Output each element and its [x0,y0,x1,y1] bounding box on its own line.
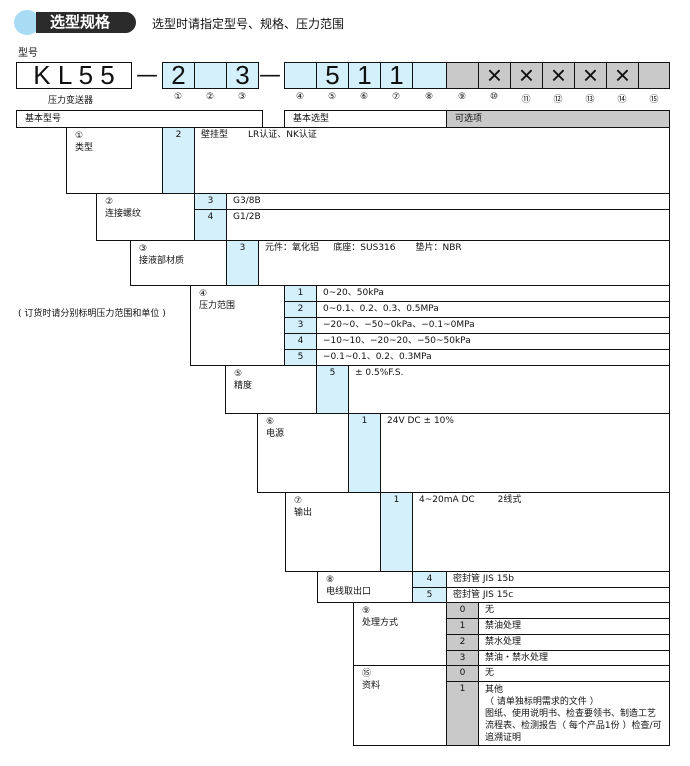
option-desc: 其他 （ 请单独标明需求的文件 ） 图纸、使用说明书、检查要领书、制造工艺流程表… [478,681,670,746]
option-code[interactable]: 3 [284,317,317,334]
position-label: ③ [237,92,247,102]
option-desc: 无 [478,665,670,682]
option-code[interactable]: 4 [194,209,227,241]
position-label: ⑩ [489,92,499,102]
option-desc: ± 0.5%F.S. [348,365,670,414]
option-desc: 禁油・禁水处理 [478,650,670,666]
option-code[interactable]: 5 [316,365,349,414]
position-label: ⑬ [585,95,595,105]
option-desc: G3/8B [226,193,670,210]
position-label: ⑭ [617,95,627,105]
option-desc: 24V DC ± 10% [380,413,670,493]
position-label: ⑧ [424,92,434,102]
option-code[interactable]: 1 [284,285,317,302]
order-note: ( 订货时请分别标明压力范围和单位 ) [18,309,166,319]
option-code[interactable]: 3 [446,650,479,666]
option-code[interactable]: 5 [412,587,447,603]
position-label: ① [173,92,183,102]
position-label: ⑨ [457,92,467,102]
option-code[interactable]: 0 [446,665,479,682]
option-code[interactable]: 2 [162,127,195,194]
option-desc: 禁油处理 [478,618,670,635]
option-code[interactable]: 4 [412,571,447,588]
option-code[interactable]: 1 [446,681,479,746]
position-label: ⑤ [327,92,337,102]
code-box-9[interactable] [446,62,479,89]
option-desc: 无 [478,602,670,619]
code-box-6[interactable]: 1 [348,62,381,89]
code-box-3[interactable]: 3 [226,62,259,89]
option-desc: 密封管 JIS 15c [446,587,670,603]
code-box-7[interactable]: 1 [380,62,413,89]
group-basic-model: 基本型号 [16,110,263,128]
option-desc: −0.1~0.1、0.2、0.3MPa [316,349,670,366]
code-box-10[interactable]: × [478,62,511,89]
code-box-1[interactable]: 2 [162,62,195,89]
section-subtitle: 选型时请指定型号、规格、压力范围 [152,17,345,31]
code-box-5[interactable]: 5 [316,62,349,89]
code-box-11[interactable]: × [510,62,543,89]
option-code[interactable]: 3 [194,193,227,210]
header-circle-icon [14,10,40,35]
code-box-8[interactable] [412,62,447,89]
option-desc: 4~20mA DC 2线式 [412,492,670,572]
code-box-2[interactable] [194,62,227,89]
group-options: 可选项 [446,110,670,128]
base-model-code: K L 5 5 [16,62,132,89]
option-code[interactable]: 5 [284,349,317,366]
option-desc: 0~20、50kPa [316,285,670,302]
option-code[interactable]: 1 [446,618,479,635]
code-box-15[interactable] [638,62,670,89]
option-desc: 元件：氧化铝 底座：SUS316 垫片：NBR [258,240,670,286]
section-title: 选型规格 [36,12,136,33]
position-label: ⑮ [649,95,659,105]
code-box-4[interactable] [284,62,317,89]
option-code[interactable]: 3 [226,240,259,286]
option-desc: 禁水处理 [478,634,670,651]
position-label: ④ [295,92,305,102]
option-desc: −10~10、−20~20、−50~50kPa [316,333,670,350]
option-code[interactable]: 2 [284,301,317,318]
option-code[interactable]: 4 [284,333,317,350]
position-label: ⑥ [359,92,369,102]
position-label: ⑦ [391,92,401,102]
position-label: ② [205,92,215,102]
code-box-13[interactable]: × [574,62,607,89]
group-basic-select: 基本选型 [284,110,447,128]
option-code[interactable]: 2 [446,634,479,651]
option-code[interactable]: 1 [380,492,413,572]
option-code[interactable]: 1 [348,413,381,493]
position-label: ⑫ [553,95,563,105]
base-model-caption: 压力变送器 [48,96,94,106]
dash: — [136,63,158,88]
option-desc: 0~0.1、0.2、0.3、0.5MPa [316,301,670,318]
option-desc: 壁挂型 LR认证、NK认证 [194,127,670,194]
code-box-12[interactable]: × [542,62,575,89]
dash: — [259,63,281,88]
option-desc: 密封管 JIS 15b [446,571,670,588]
position-label: ⑪ [521,95,531,105]
model-label: 型号 [18,48,38,59]
option-desc: −20~0、−50~0kPa、−0.1~0MPa [316,317,670,334]
option-code[interactable]: 0 [446,602,479,619]
code-box-14[interactable]: × [606,62,639,89]
option-desc: G1/2B [226,209,670,241]
